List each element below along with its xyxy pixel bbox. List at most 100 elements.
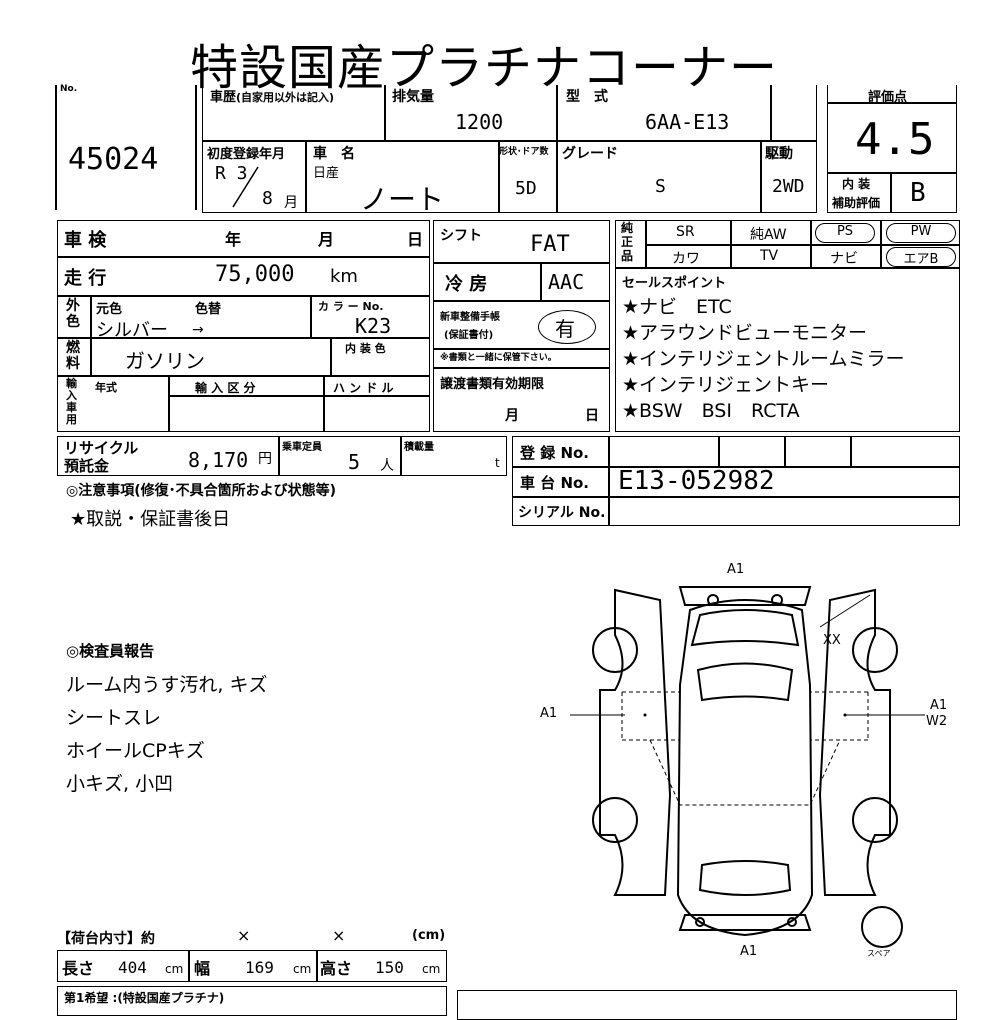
footer-slot-right bbox=[457, 990, 957, 1020]
cargo-width: 169 bbox=[245, 958, 274, 977]
cargo-unit: (cm) bbox=[412, 928, 446, 943]
transfer-label: 譲渡書類有効期限 bbox=[440, 377, 545, 392]
model-year-label: 年式 bbox=[95, 381, 117, 394]
inspector-label: ◎検査員報告 bbox=[66, 642, 155, 660]
first-reg-month-unit: 月 bbox=[284, 195, 298, 211]
transfer-day: 日 bbox=[585, 408, 599, 424]
lot-no-label: No. bbox=[60, 84, 78, 94]
interior-score: B bbox=[910, 178, 926, 208]
exterior-label: 外色 bbox=[66, 298, 80, 330]
sales-points-label: セールスポイント bbox=[622, 276, 727, 291]
diagram-left-label: A1 bbox=[540, 706, 558, 721]
load-unit: t bbox=[495, 456, 500, 470]
cargo-label: 【荷台内寸】約 bbox=[57, 931, 155, 947]
inspection-day-label: 日 bbox=[407, 230, 424, 249]
score-label: 評価点 bbox=[868, 90, 908, 105]
model-label: 型 式 bbox=[566, 89, 608, 105]
recycle-label-1: リサイクル bbox=[64, 439, 139, 457]
sales-point-5: ★BSW BSI RCTA bbox=[622, 400, 800, 422]
handle-label: ハ ン ド ル bbox=[333, 381, 394, 395]
diagram-right-label-2: W2 bbox=[926, 714, 948, 729]
color-no-label: カ ラ ー No. bbox=[318, 300, 384, 313]
history-label: 車歴(自家用以外は記入) bbox=[210, 90, 335, 105]
sales-point-1: ★ナビ ETC bbox=[622, 296, 732, 318]
shift-box bbox=[433, 220, 610, 368]
grade-label: グレード bbox=[562, 146, 618, 162]
diagram-xx-label: XX bbox=[823, 633, 841, 648]
displacement-label: 排気量 bbox=[392, 89, 434, 105]
fuel-label: 燃料 bbox=[66, 340, 80, 372]
notes-label: ◎注意事項(修復･不具合箇所および状態等) bbox=[66, 483, 337, 499]
inspector-item-2: シートスレ bbox=[66, 707, 162, 729]
sales-point-3: ★インテリジェントルームミラー bbox=[622, 348, 905, 370]
inspector-item-3: ホイールCPキズ bbox=[66, 740, 205, 762]
capacity-unit: 人 bbox=[380, 458, 394, 474]
capacity-value: 5 bbox=[348, 450, 361, 474]
first-reg-month: 8 bbox=[262, 188, 273, 209]
car-diagram bbox=[570, 586, 925, 948]
genuine-sr: SR bbox=[676, 224, 695, 240]
recycle-box bbox=[57, 436, 507, 476]
genuine-tv: TV bbox=[760, 248, 779, 264]
drive-label: 駆動 bbox=[765, 146, 793, 162]
mileage-label: 走 行 bbox=[64, 268, 107, 289]
shape-value: 5D bbox=[515, 178, 537, 199]
maker: 日産 bbox=[313, 166, 340, 181]
sales-points-box bbox=[615, 268, 960, 432]
cargo-length-unit: cm bbox=[165, 962, 184, 976]
serial-label: シリアル No. bbox=[518, 505, 606, 521]
recycle-label-2: 預託金 bbox=[64, 457, 110, 475]
genuine-ps: PS bbox=[815, 223, 875, 243]
first-reg-year: R 3 bbox=[215, 163, 248, 184]
capacity-label: 乗車定員 bbox=[282, 442, 322, 453]
interior-label-1: 内 装 bbox=[842, 177, 871, 191]
cargo-length: 404 bbox=[118, 958, 147, 977]
interior-color-label: 内 装 色 bbox=[345, 342, 386, 355]
color-no: K23 bbox=[355, 314, 392, 338]
cargo-length-label: 長さ bbox=[62, 959, 95, 978]
interior-label-2: 補助評価 bbox=[832, 196, 881, 210]
genuine-aw: 純AW bbox=[750, 227, 787, 243]
inspector-item-4: 小キズ, 小凹 bbox=[66, 773, 174, 795]
registration-box bbox=[512, 436, 960, 526]
drive-value: 2WD bbox=[772, 176, 805, 197]
ac-label: 冷 房 bbox=[445, 274, 488, 295]
fuel-value: ガソリン bbox=[125, 349, 205, 373]
shift-value: FAT bbox=[530, 232, 570, 257]
load-label: 積載量 bbox=[404, 442, 434, 453]
header-table-bottom bbox=[202, 140, 817, 213]
cargo-box bbox=[57, 950, 447, 982]
car-name: ノート bbox=[360, 183, 445, 216]
inspection-month-label: 月 bbox=[318, 230, 335, 249]
inspector-item-1: ルーム内うす汚れ, キズ bbox=[66, 674, 268, 696]
orig-color-label: 元色 bbox=[96, 302, 123, 317]
diagram-bottom-label: A1 bbox=[740, 944, 758, 959]
cargo-height-label: 高さ bbox=[320, 959, 353, 978]
spec-table bbox=[57, 220, 430, 432]
genuine-airbag: エアB bbox=[886, 247, 956, 267]
chassis-label: 車 台 No. bbox=[520, 474, 590, 492]
lot-box bbox=[55, 85, 197, 210]
shape-label: 形状･ドア数 bbox=[499, 147, 549, 157]
car-name-label: 車 名 bbox=[313, 146, 355, 162]
cargo-height: 150 bbox=[375, 958, 404, 977]
shift-label: シフト bbox=[440, 228, 482, 244]
diagram-right-label-1: A1 bbox=[930, 698, 948, 713]
import-label: 輸入車用 bbox=[66, 377, 77, 426]
mileage-unit: km bbox=[330, 266, 358, 287]
color-name: シルバー bbox=[96, 320, 168, 341]
notes-text: ★取説・保証書後日 bbox=[70, 509, 231, 530]
displacement-value: 1200 bbox=[455, 110, 504, 134]
chassis-no: E13-052982 bbox=[618, 466, 775, 496]
manual-value: 有 bbox=[555, 317, 575, 341]
model-value: 6AA-E13 bbox=[645, 110, 730, 134]
manual-circle bbox=[538, 310, 596, 344]
inspection-year-label: 年 bbox=[225, 230, 242, 249]
color-arrow: → bbox=[192, 322, 204, 338]
repaint-label: 色替 bbox=[195, 302, 222, 317]
score-value: 4.5 bbox=[855, 114, 935, 165]
diagram-spare-label: スペア bbox=[867, 949, 891, 958]
page-title: 特設国産プラチナコーナー bbox=[190, 40, 779, 96]
genuine-pw: PW bbox=[886, 223, 956, 243]
header-table-top bbox=[202, 85, 817, 142]
